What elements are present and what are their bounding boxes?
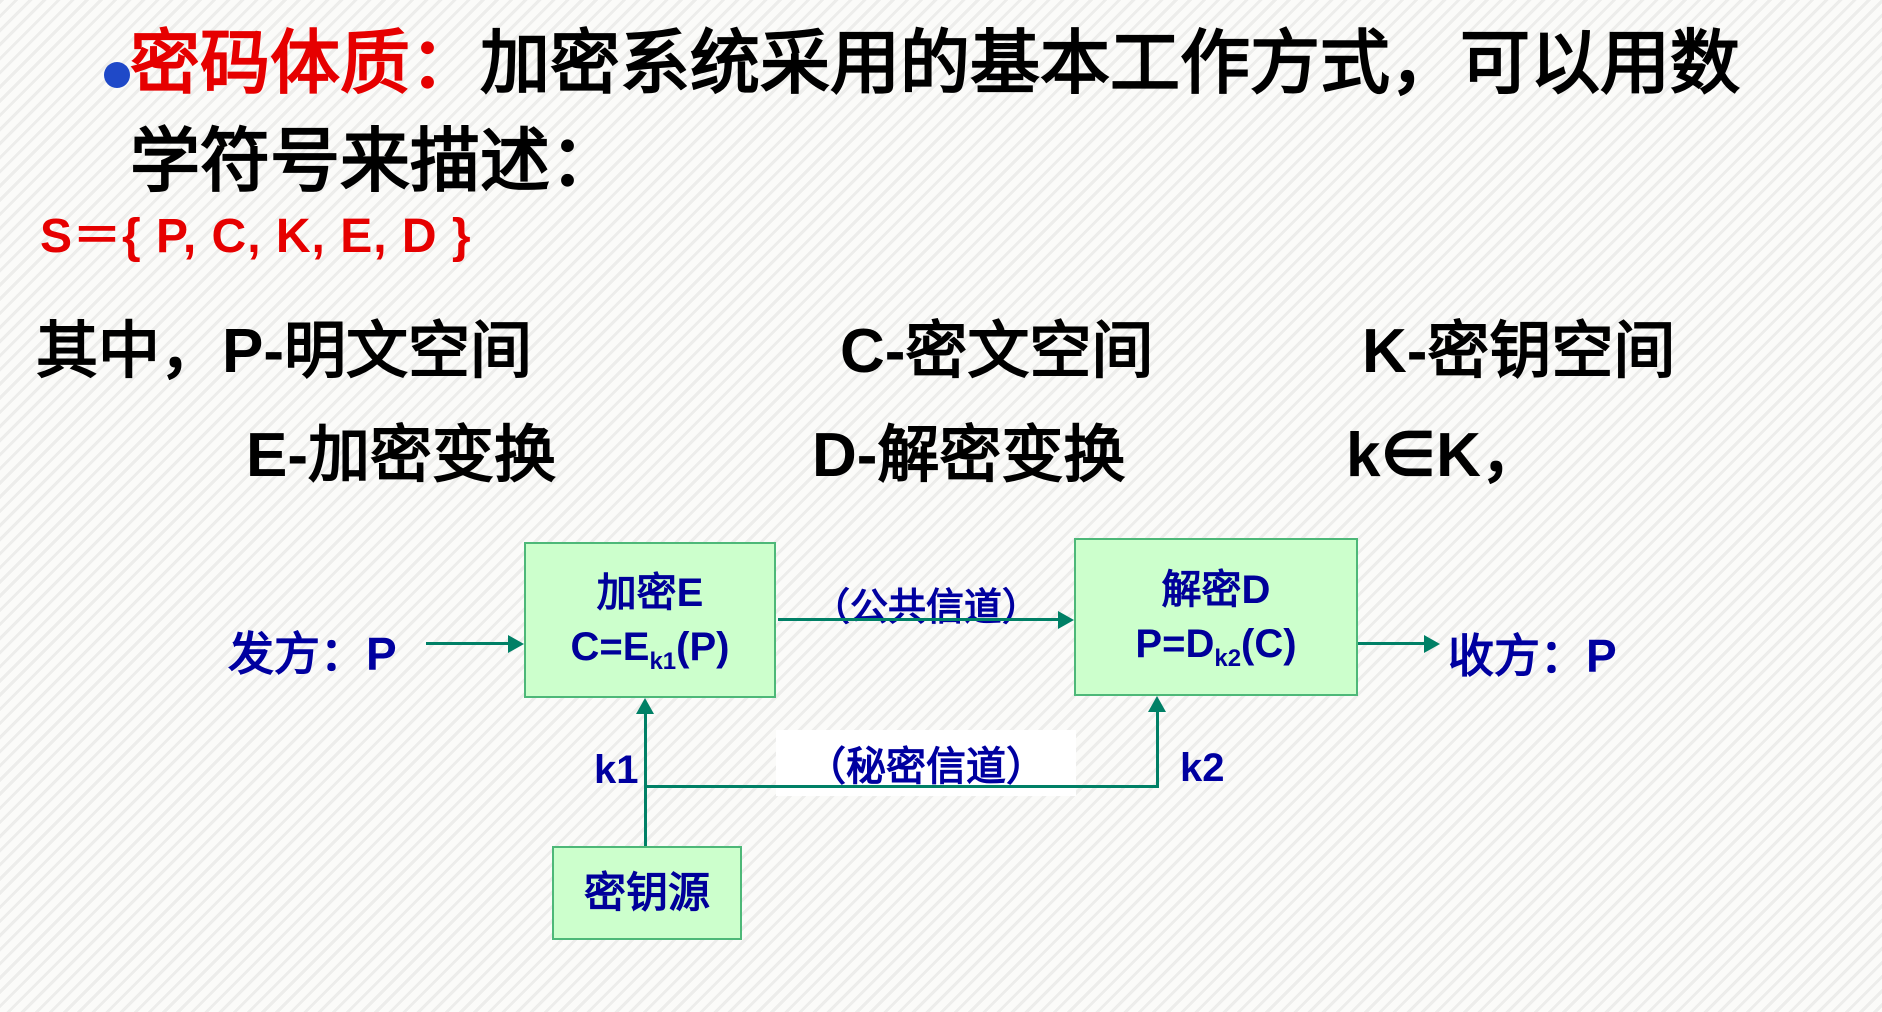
- arrowhead-sender-to-encrypt-icon: [508, 635, 524, 653]
- system-formula: S＝{ P, C, K, E, D }: [40, 210, 472, 263]
- definition-decrypt-transform: D-解密变换: [812, 421, 1126, 490]
- public-channel-label: （公共信道）: [812, 587, 1041, 629]
- decrypt-box-title: 解密D: [1161, 568, 1271, 612]
- line-encrypt-to-decrypt: [778, 618, 1060, 621]
- title-text: 加密系统采用的基本工作方式，可以用数: [480, 24, 1740, 102]
- encrypt-formula-tail: (P): [676, 625, 730, 669]
- arrow-line-sender-to-encrypt: [426, 642, 510, 645]
- title-line-2: 学符号来描述：: [130, 122, 620, 200]
- receiver-label: 收方：P: [1448, 630, 1617, 682]
- k2-label: k2: [1180, 746, 1225, 790]
- decrypt-formula-base: P=D: [1135, 622, 1215, 666]
- definition-key-space: K-密钥空间: [1362, 317, 1676, 386]
- line-keysource-to-encrypt: [644, 712, 647, 846]
- decrypt-formula-tail: (C): [1241, 622, 1297, 666]
- title-keyword: 密码体质：: [130, 24, 480, 102]
- arrowhead-key-to-encrypt-icon: [636, 698, 654, 714]
- definition-plaintext-space: 其中，P-明文空间: [36, 317, 533, 386]
- encrypt-box: 加密E C=Ek1(P): [524, 542, 776, 698]
- sender-label: 发方：P: [228, 628, 397, 680]
- title-line-1: 密码体质：加密系统采用的基本工作方式，可以用数: [130, 14, 1882, 112]
- encrypt-box-title: 加密E: [596, 571, 704, 615]
- arrowhead-decrypt-to-receiver-icon: [1424, 635, 1440, 653]
- arrowhead-encrypt-to-decrypt-icon: [1058, 611, 1074, 629]
- arrowhead-key-to-decrypt-icon: [1148, 696, 1166, 712]
- arrow-line-decrypt-to-receiver: [1358, 642, 1426, 645]
- decrypt-box-formula: P=Dk2(C): [1135, 617, 1296, 671]
- decrypt-formula-subscript: k2: [1214, 645, 1242, 672]
- bullet-dot: [104, 62, 130, 88]
- key-source-label: 密钥源: [583, 868, 710, 916]
- secret-channel-line: [644, 785, 1158, 788]
- key-source-box: 密钥源: [552, 846, 742, 940]
- definition-encrypt-transform: E-加密变换: [246, 421, 557, 490]
- encrypt-box-formula: C=Ek1(P): [571, 620, 730, 674]
- encrypt-formula-base: C=E: [570, 625, 650, 669]
- k1-label: k1: [594, 748, 639, 792]
- slide-title: 密码体质：加密系统采用的基本工作方式，可以用数 学符号来描述：: [130, 14, 1882, 210]
- definition-ciphertext-space: C-密文空间: [840, 317, 1154, 386]
- encrypt-formula-subscript: k1: [649, 648, 677, 675]
- decrypt-box: 解密D P=Dk2(C): [1074, 538, 1358, 696]
- definition-key-membership: k∈K，: [1346, 421, 1543, 490]
- line-secret-to-decrypt: [1156, 710, 1159, 788]
